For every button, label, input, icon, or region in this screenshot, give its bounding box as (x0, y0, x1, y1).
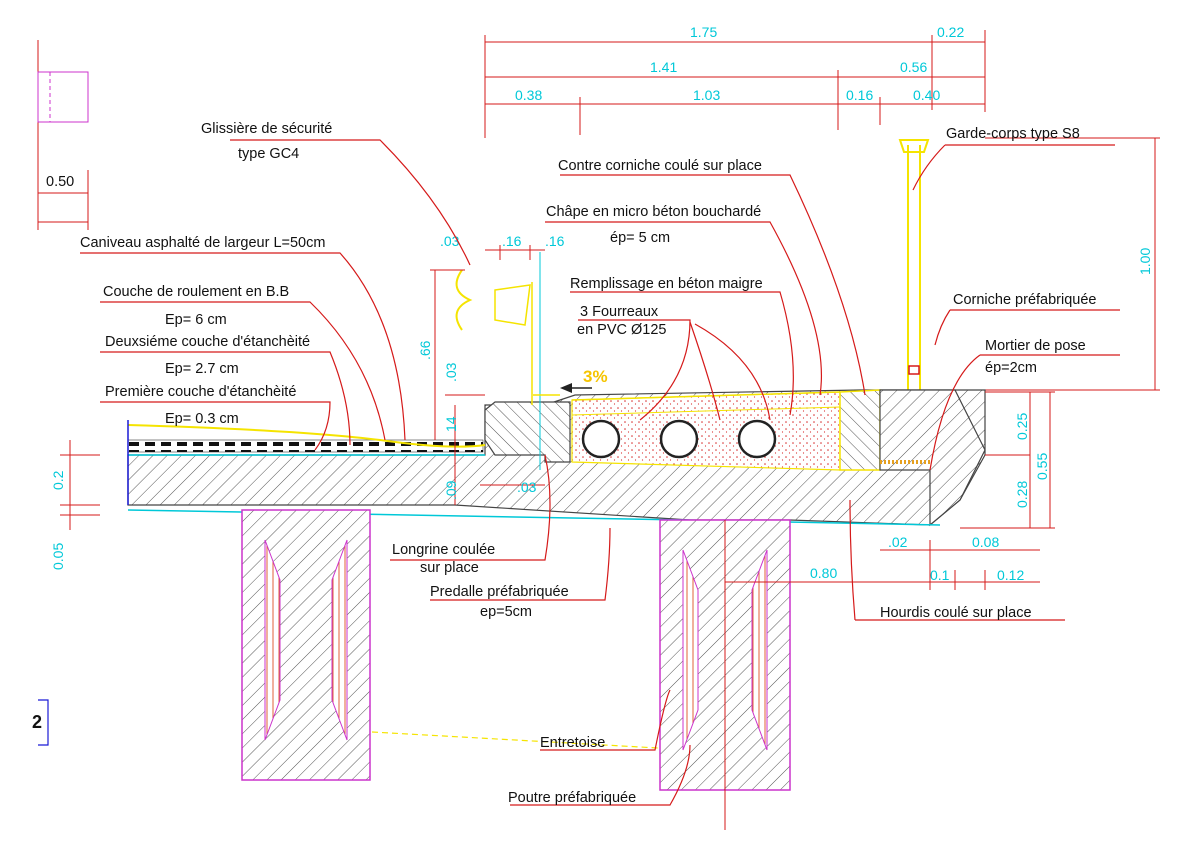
dim-1-00: 1.00 (1137, 248, 1153, 275)
label-deuxieme-couche: Deuxsiéme couche d'étanchèité (105, 334, 310, 350)
poutre-right (659, 519, 791, 830)
label-deuxieme-couche-ep: Ep= 2.7 cm (165, 361, 239, 377)
dim-1-41: 1.41 (650, 59, 677, 75)
label-glissiere-2: type GC4 (238, 146, 299, 162)
dim-003-vertical: .03 (443, 362, 459, 382)
label-fourreaux-2: en PVC Ø125 (577, 322, 666, 338)
label-remplissage: Remplissage en béton maigre (570, 276, 763, 292)
contre-corniche (839, 389, 881, 471)
label-couche-roulement-ep: Ep= 6 cm (165, 312, 227, 328)
label-mortier-1: Mortier de pose (985, 338, 1086, 354)
dim-0-1: 0.1 (930, 567, 950, 583)
label-entretoise: Entretoise (540, 735, 605, 751)
entretoise-line (371, 731, 659, 749)
label-chape-2: ép= 5 cm (610, 230, 670, 246)
dim-0-2: 0.2 (50, 470, 66, 490)
dim-016-a: .16 (502, 233, 522, 249)
corner-detail (37, 40, 89, 230)
slope-label: 3% (583, 367, 608, 386)
dim-0-16: 0.16 (846, 87, 873, 103)
page-bracket (38, 699, 49, 746)
label-hourdis: Hourdis coulé sur place (880, 605, 1032, 621)
dim-0-80: 0.80 (810, 565, 837, 581)
dim-002: .02 (888, 534, 908, 550)
dim-0-28: 0.28 (1014, 481, 1030, 508)
dim-0-05: 0.05 (50, 543, 66, 570)
label-chape-1: Châpe en micro béton bouchardé (546, 204, 761, 220)
page-number: 2 (32, 712, 42, 732)
dim-1-75: 1.75 (690, 24, 717, 40)
label-longrine-1: Longrine coulée (392, 542, 495, 558)
label-contre-corniche: Contre corniche coulé sur place (558, 158, 762, 174)
dim-003-bottom: .03 (517, 479, 537, 495)
predalle-line (127, 509, 686, 521)
label-glissiere-1: Glissière de sécurité (201, 121, 332, 137)
dim-0-25: 0.25 (1014, 413, 1030, 440)
dim-0-56: 0.56 (900, 59, 927, 75)
leader-lines (80, 139, 1120, 806)
dim-0-40: 0.40 (913, 87, 940, 103)
dim-003-top: .03 (440, 233, 460, 249)
pavement-layers (127, 420, 486, 505)
dim-066: .66 (417, 340, 433, 360)
label-premiere-couche-ep: Ep= 0.3 cm (165, 411, 239, 427)
label-predalle-1: Predalle préfabriquée (430, 584, 569, 600)
dim-0-12: 0.12 (997, 567, 1024, 583)
dim-1-03: 1.03 (693, 87, 720, 103)
side-dimensions (60, 245, 1055, 590)
fourreau-1 (581, 419, 621, 459)
top-dimension-lines (484, 30, 986, 138)
glissiere (455, 252, 560, 470)
label-premiere-couche: Première couche d'étanchèité (105, 384, 296, 400)
fourreau-2 (659, 419, 699, 459)
label-poutre: Poutre préfabriquée (508, 790, 636, 806)
label-couche-roulement: Couche de roulement en B.B (103, 284, 289, 300)
label-corniche: Corniche préfabriquée (953, 292, 1096, 308)
dim-0-22: 0.22 (937, 24, 964, 40)
label-predalle-2: ep=5cm (480, 604, 532, 620)
dim-009: .09 (443, 480, 459, 500)
fourreau-3 (737, 419, 777, 459)
dim-0-38: 0.38 (515, 87, 542, 103)
dim-0-08: 0.08 (972, 534, 999, 550)
label-fourreaux-1: 3 Fourreaux (580, 304, 659, 320)
garde-corps (898, 137, 1160, 391)
label-mortier-2: ép=2cm (985, 360, 1037, 376)
dim-0-50: 0.50 (46, 174, 74, 190)
dim-14: 14 (443, 416, 459, 432)
dim-0-55: 0.55 (1034, 453, 1050, 480)
label-garde-corps: Garde-corps type S8 (946, 126, 1080, 142)
dim-016-b: .16 (545, 233, 565, 249)
label-caniveau: Caniveau asphalté de largeur L=50cm (80, 235, 325, 251)
longrine-block (484, 401, 571, 463)
label-longrine-2: sur place (420, 560, 479, 576)
poutre-left (241, 509, 371, 781)
